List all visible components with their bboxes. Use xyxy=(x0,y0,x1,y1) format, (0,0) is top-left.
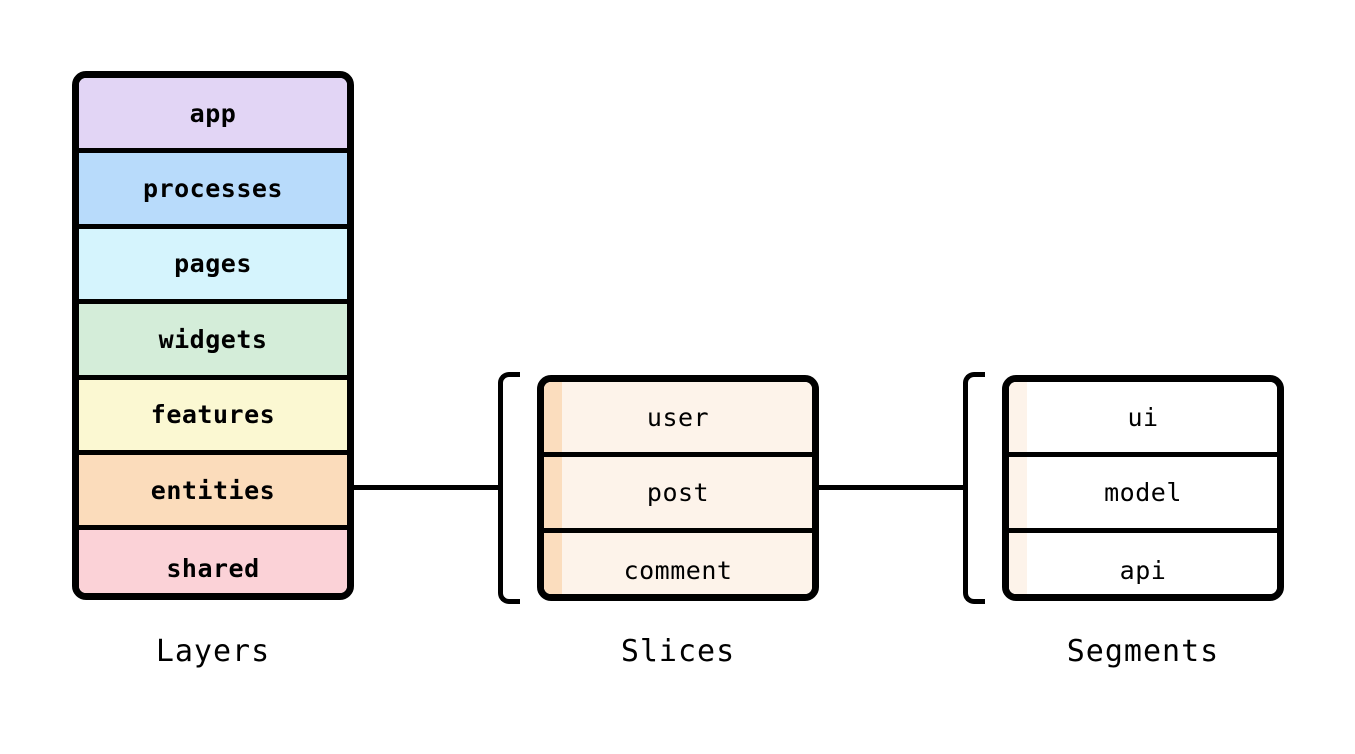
connector-slices-to-segments xyxy=(818,485,965,490)
layers-row-label: shared xyxy=(166,553,260,583)
layers-row-label: app xyxy=(189,98,237,128)
segments-row[interactable]: ui xyxy=(1009,382,1277,458)
layers-row[interactable]: features xyxy=(79,379,347,455)
layers-row-label: features xyxy=(150,400,276,430)
segments-row-stripe xyxy=(1009,457,1027,528)
slices-row[interactable]: post xyxy=(544,457,812,533)
slices-row-stripe xyxy=(544,382,562,453)
layers-row[interactable]: shared xyxy=(79,530,347,593)
slices-row-label: comment xyxy=(623,555,733,585)
layers-row[interactable]: app xyxy=(79,78,347,154)
slices-caption: Slices xyxy=(620,634,736,669)
segments-row[interactable]: model xyxy=(1009,457,1277,533)
segments-caption: Segments xyxy=(1066,634,1220,669)
layers-row-label: entities xyxy=(150,475,276,505)
layers-row-label: pages xyxy=(174,249,252,279)
layers-row[interactable]: processes xyxy=(79,153,347,229)
slices-row-label: user xyxy=(646,402,710,432)
segments-row[interactable]: api xyxy=(1009,532,1277,594)
segments-row-label: ui xyxy=(1127,402,1159,432)
layers-row[interactable]: entities xyxy=(79,454,347,531)
segments-row-stripe xyxy=(1009,382,1027,453)
layers-row[interactable]: pages xyxy=(79,228,347,305)
connector-layers-to-slices xyxy=(353,485,500,490)
segments-group-box: ui model api xyxy=(1002,375,1284,601)
layers-caption: Layers xyxy=(155,634,271,669)
slices-row-label: post xyxy=(646,477,710,507)
segments-row-label: api xyxy=(1119,555,1167,585)
layers-row-label: processes xyxy=(143,174,283,204)
bracket-segments xyxy=(963,372,985,604)
bracket-slices xyxy=(498,372,520,604)
layers-row-label: widgets xyxy=(158,324,268,354)
segments-row-label: model xyxy=(1104,477,1182,507)
slices-row[interactable]: comment xyxy=(544,532,812,594)
slices-group-box: user post comment xyxy=(537,375,819,601)
layers-row[interactable]: widgets xyxy=(79,304,347,380)
slices-row-stripe xyxy=(544,457,562,528)
segments-row-stripe xyxy=(1009,532,1027,594)
layers-group-box: app processes pages widgets features entities… xyxy=(72,71,354,600)
slices-row[interactable]: user xyxy=(544,382,812,458)
slices-row-stripe xyxy=(544,532,562,594)
